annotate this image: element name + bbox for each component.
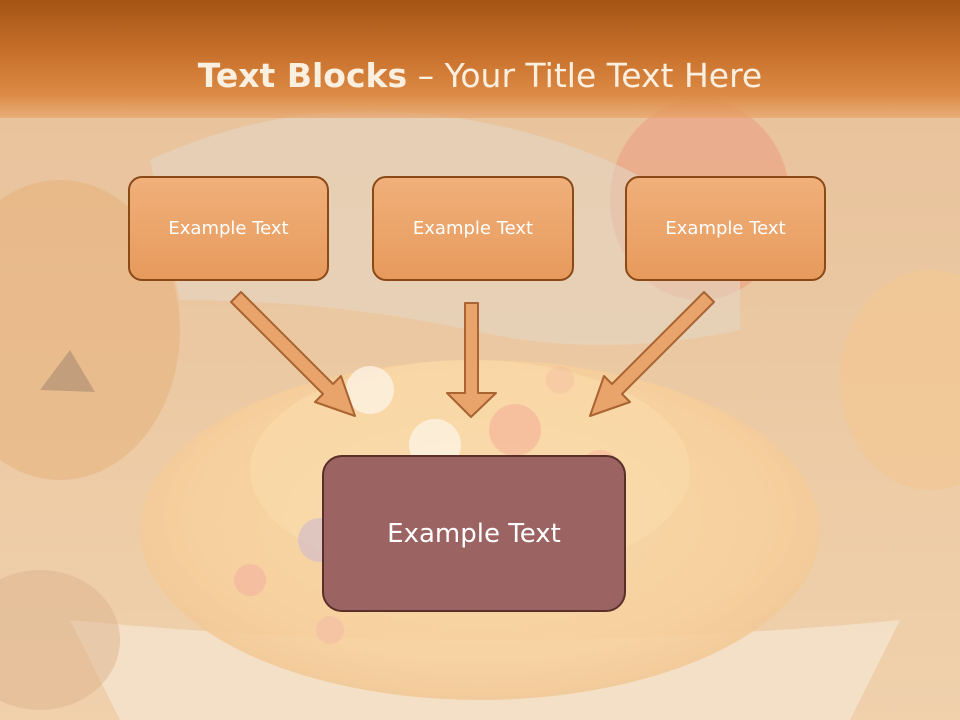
title-bold-part: Text Blocks	[197, 56, 408, 95]
example-box-1[interactable]: Example Text	[128, 176, 329, 281]
arrow-center	[446, 302, 497, 418]
example-box-3[interactable]: Example Text	[625, 176, 826, 281]
example-box-2-label: Example Text	[412, 218, 534, 239]
example-box-main-label: Example Text	[387, 518, 561, 549]
example-box-1-label: Example Text	[168, 218, 289, 239]
arrow-right	[589, 291, 715, 417]
slide-title[interactable]: Text Blocks – Your Title Text Here	[0, 54, 960, 98]
example-box-3-label: Example Text	[665, 218, 786, 239]
example-box-2[interactable]: Example Text	[372, 176, 574, 281]
example-box-main[interactable]: Example Text	[322, 455, 626, 612]
arrow-left	[230, 291, 356, 417]
title-bar	[0, 0, 960, 118]
title-rest-part: – Your Title Text Here	[407, 56, 763, 95]
